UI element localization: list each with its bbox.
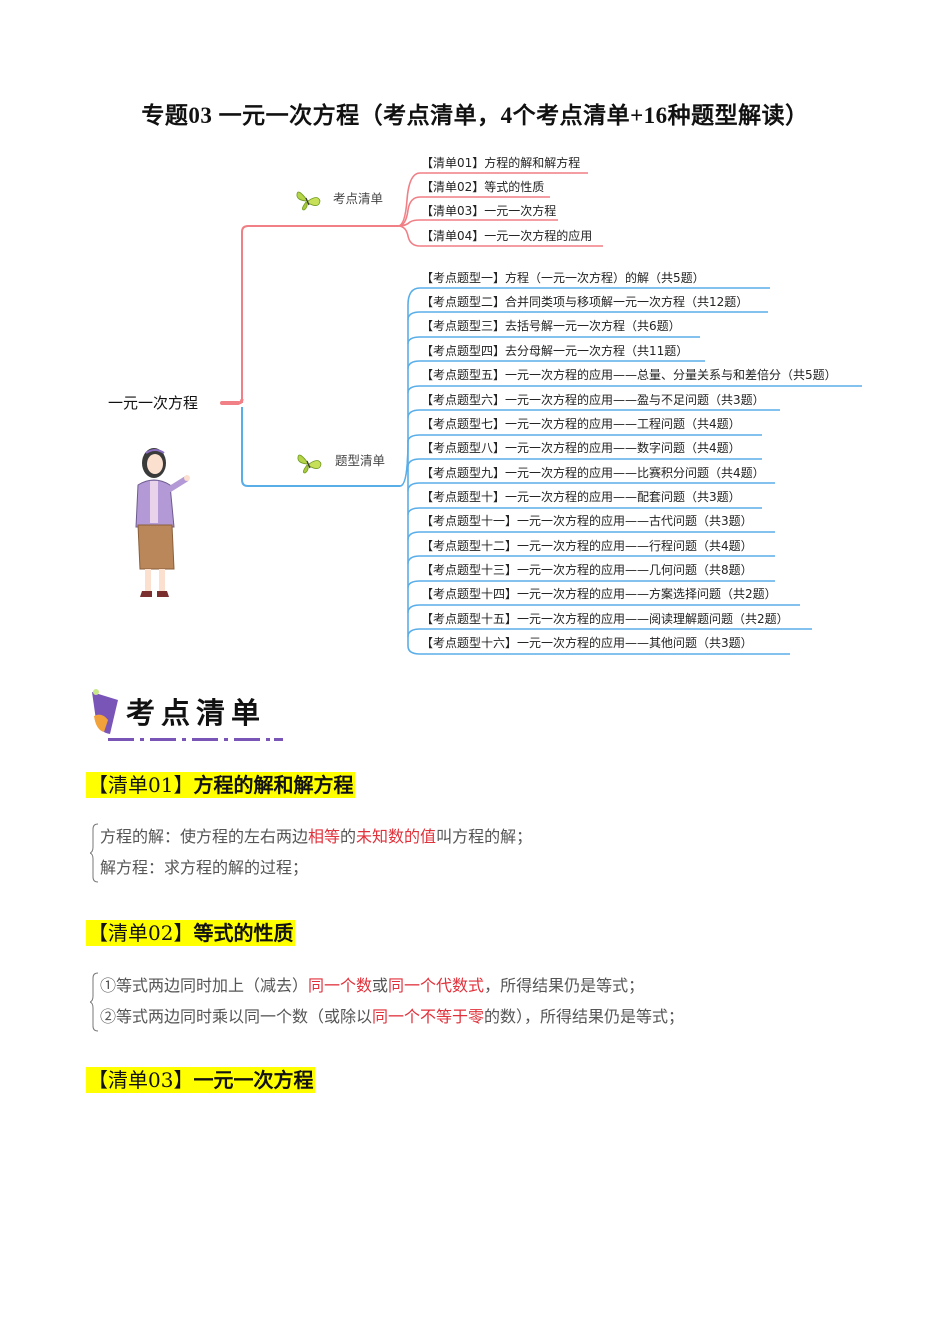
brace-icon	[90, 972, 99, 1032]
document-title: 专题03 一元一次方程（考点清单，4个考点清单+16种题型解读）	[141, 103, 809, 128]
question-type-item: 【考点题型四】去分母解一元一次方程（共11题）	[421, 344, 689, 358]
mind-map: 一元一次方程 考点清单 题型清单 【清单01】方程的解和解方程 【清单02】等式…	[0, 140, 950, 670]
section-01-content: 方程的解：使方程的左右两边相等的未知数的值叫方程的解； 解方程：求方程的解的过程…	[90, 821, 532, 883]
question-type-item: 【考点题型二】合并同类项与移项解一元一次方程（共12题）	[421, 295, 749, 309]
mind-map-root: 一元一次方程	[108, 394, 199, 412]
butterfly-icon	[296, 191, 321, 211]
question-type-item: 【考点题型七】一元一次方程的应用——工程问题（共4题）	[421, 417, 741, 431]
category-checklist: 考点清单	[333, 191, 384, 206]
brace-icon	[90, 823, 99, 883]
teacher-illustration	[135, 448, 190, 597]
content-line: ①等式两边同时加上（减去）同一个数或同一个代数式，所得结果仍是等式；	[100, 976, 645, 995]
banner-title: 考点清单	[126, 696, 267, 730]
question-type-item: 【考点题型十】一元一次方程的应用——配套问题（共3题）	[421, 490, 741, 504]
content-line: ②等式两边同时乘以同一个数（或除以同一个不等于零的数），所得结果仍是等式；	[100, 1007, 685, 1026]
section-02-content: ①等式两边同时加上（减去）同一个数或同一个代数式，所得结果仍是等式； ②等式两边…	[90, 970, 684, 1032]
content-line: 方程的解：使方程的左右两边相等的未知数的值叫方程的解；	[100, 827, 533, 846]
checklist-item: 【清单01】方程的解和解方程	[421, 156, 581, 170]
question-type-item: 【考点题型一】方程（一元一次方程）的解（共5题）	[421, 271, 705, 285]
section-heading-02: 【清单02】等式的性质	[86, 920, 296, 946]
butterfly-icon	[297, 454, 322, 474]
question-type-item: 【考点题型八】一元一次方程的应用——数字问题（共4题）	[421, 441, 741, 455]
checklist-banner: 考点清单	[88, 682, 288, 746]
checklist-item: 【清单02】等式的性质	[421, 180, 545, 194]
wizard-mascot-icon	[92, 689, 118, 734]
question-type-item: 【考点题型十五】一元一次方程的应用——阅读理解题问题（共2题）	[421, 612, 789, 626]
content-line: 解方程：求方程的解的过程；	[100, 858, 309, 877]
checklist-item: 【清单03】一元一次方程	[421, 204, 557, 218]
question-type-item: 【考点题型十二】一元一次方程的应用——行程问题（共4题）	[421, 539, 753, 553]
question-type-item: 【考点题型十六】一元一次方程的应用——其他问题（共3题）	[421, 636, 753, 650]
section-heading-01: 【清单01】方程的解和解方程	[86, 772, 356, 798]
banner-underline	[108, 738, 283, 741]
question-type-item: 【考点题型九】一元一次方程的应用——比赛积分问题（共4题）	[421, 466, 765, 480]
mind-map-connectors	[220, 172, 862, 655]
category-question-types: 题型清单	[335, 453, 386, 468]
question-type-item: 【考点题型三】去括号解一元一次方程（共6题）	[421, 319, 681, 333]
section-heading-03: 【清单03】一元一次方程	[86, 1067, 316, 1093]
question-type-item: 【考点题型十三】一元一次方程的应用——几何问题（共8题）	[421, 563, 753, 577]
question-type-item: 【考点题型六】一元一次方程的应用——盈与不足问题（共3题）	[421, 393, 765, 407]
question-type-item: 【考点题型五】一元一次方程的应用——总量、分量关系与和差倍分（共5题）	[421, 368, 837, 382]
checklist-item: 【清单04】一元一次方程的应用	[421, 229, 593, 243]
question-type-item: 【考点题型十四】一元一次方程的应用——方案选择问题（共2题）	[421, 587, 777, 601]
question-type-item: 【考点题型十一】一元一次方程的应用——古代问题（共3题）	[421, 514, 753, 528]
